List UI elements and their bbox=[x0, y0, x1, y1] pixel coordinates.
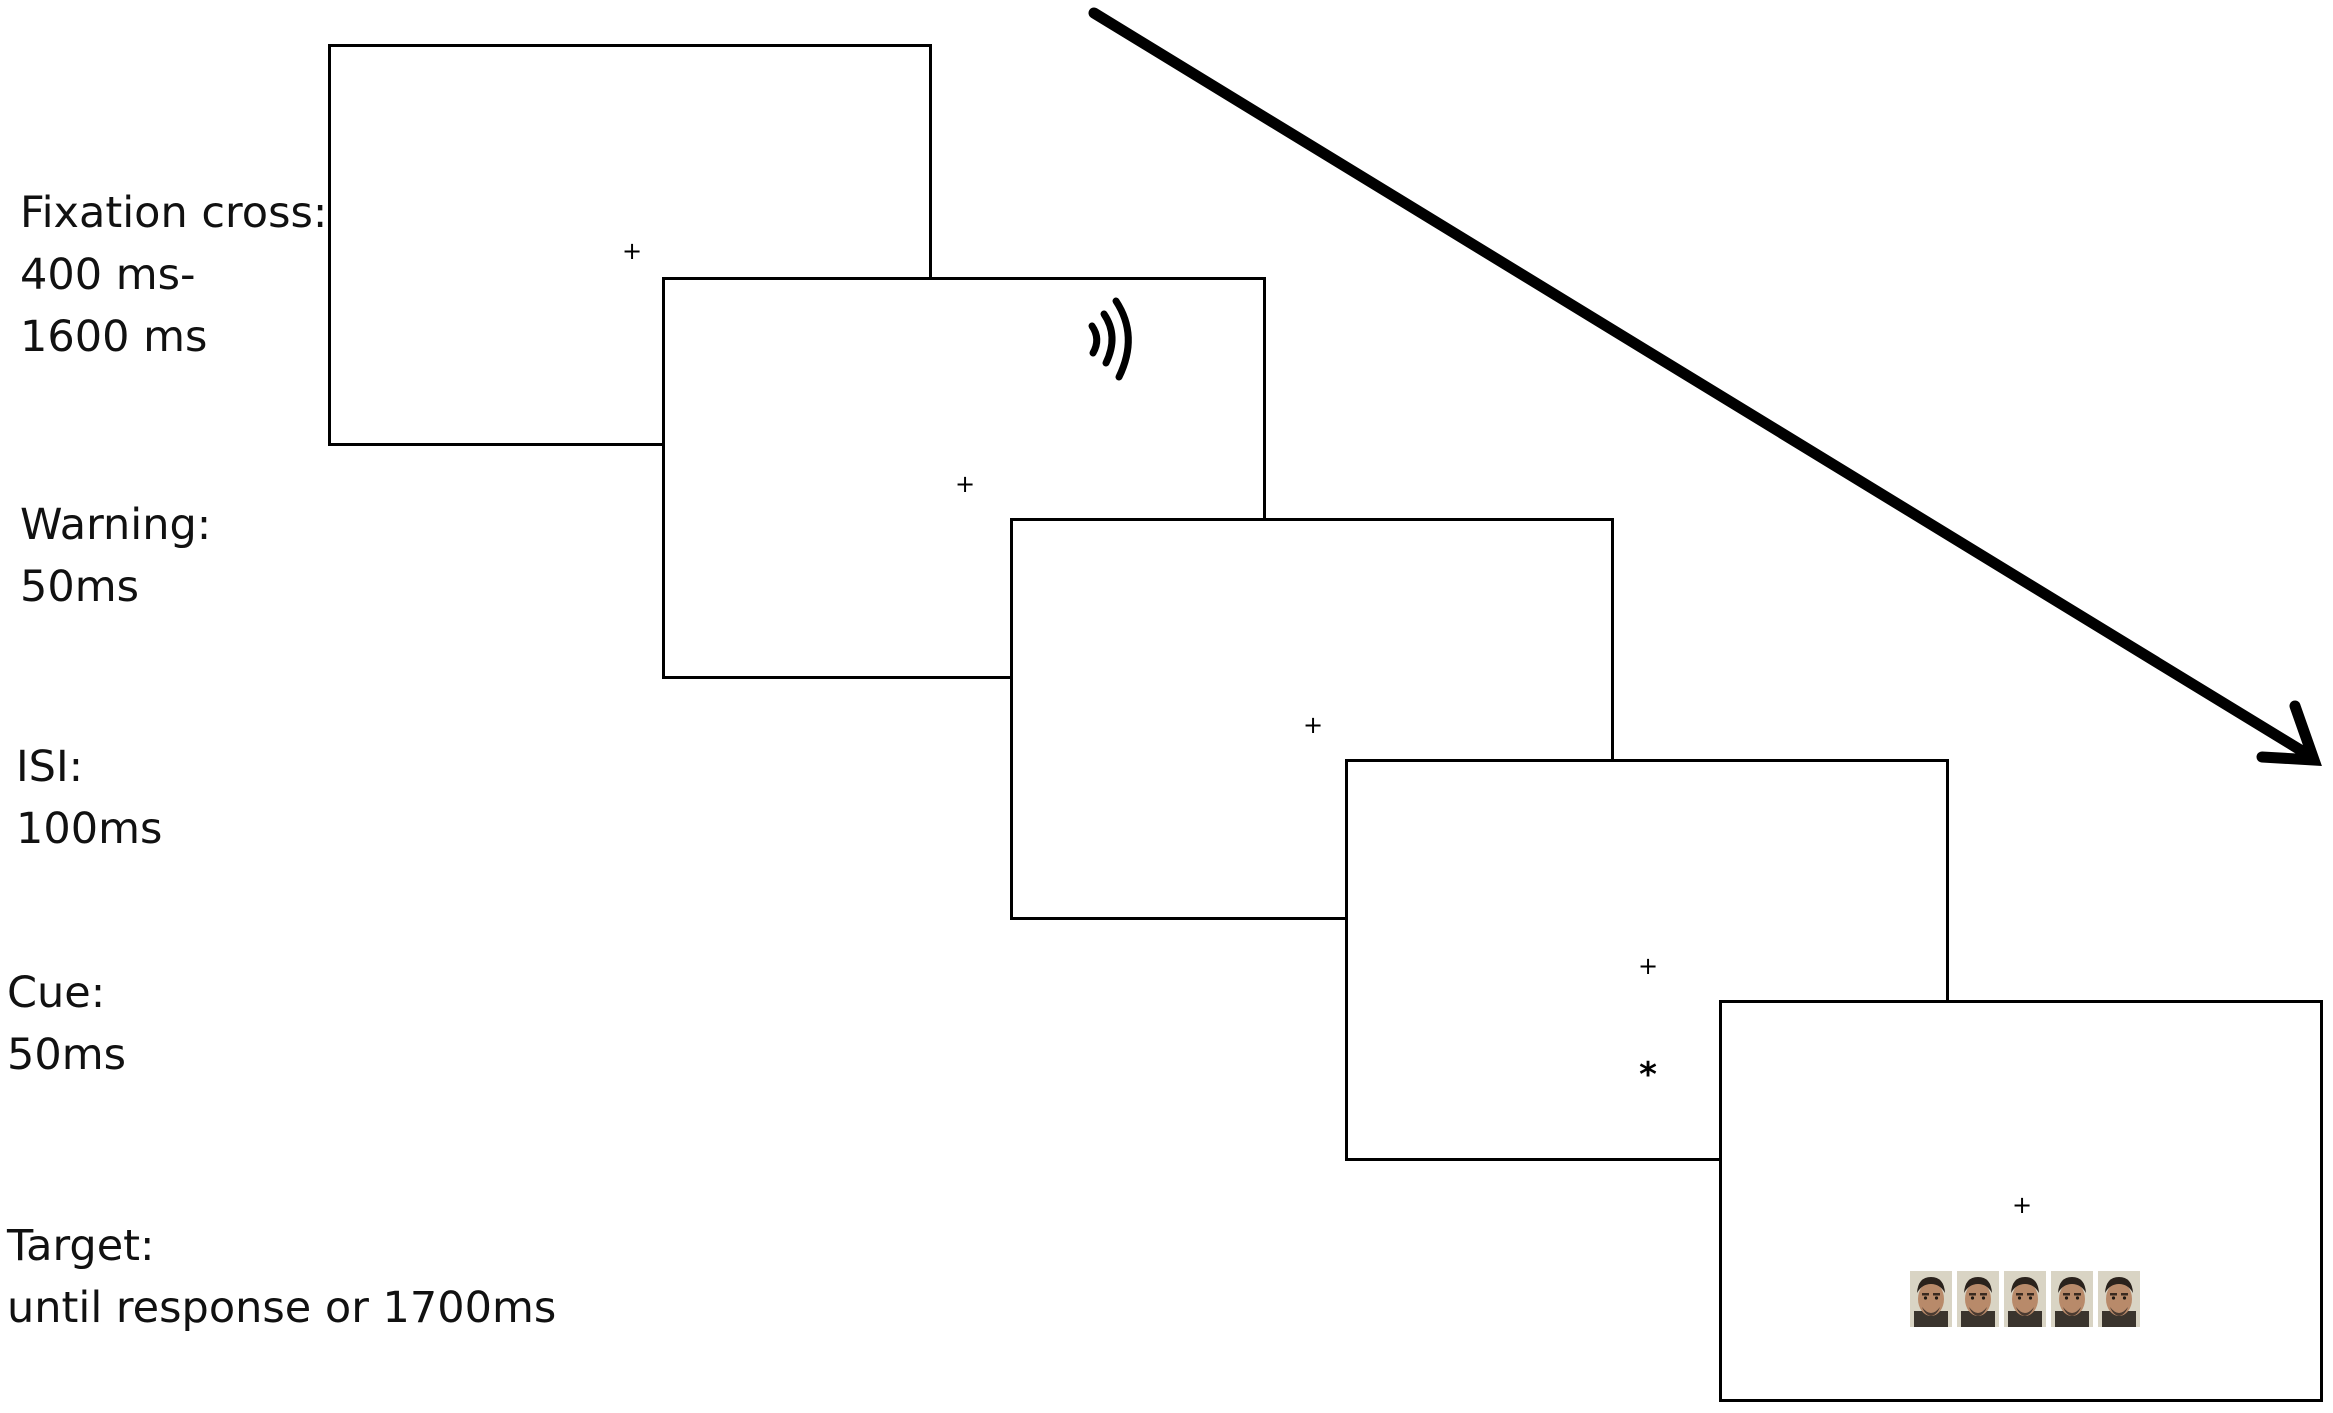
fixation-cross: + bbox=[621, 237, 643, 265]
fixation-label-line-2: 400 ms- bbox=[20, 250, 196, 300]
isi-label-line-2: 100ms bbox=[16, 804, 163, 854]
fixation-cross: + bbox=[2011, 1191, 2033, 1219]
face-icon bbox=[2098, 1271, 2140, 1327]
face-icon bbox=[1957, 1271, 1999, 1327]
fixation-label: Fixation cross: 400 ms- 1600 ms bbox=[20, 182, 327, 368]
target-label-line-1: Target: bbox=[7, 1221, 155, 1271]
target-screen: + bbox=[1719, 1000, 2323, 1402]
sound-wave-icon bbox=[1088, 297, 1132, 381]
fixation-cross: + bbox=[1302, 711, 1324, 739]
target-label: Target: until response or 1700ms bbox=[7, 1215, 556, 1339]
cue-label-line-2: 50ms bbox=[7, 1030, 127, 1080]
warning-label-line-2: 50ms bbox=[20, 562, 140, 612]
warning-label: Warning: 50ms bbox=[20, 494, 211, 618]
fixation-cross: + bbox=[954, 470, 976, 498]
face-icon bbox=[2051, 1271, 2093, 1327]
fixation-cross: + bbox=[1637, 952, 1659, 980]
cue-label-line-1: Cue: bbox=[7, 968, 106, 1018]
target-face-array bbox=[1910, 1271, 2140, 1327]
face-icon bbox=[1910, 1271, 1952, 1327]
fixation-label-line-3: 1600 ms bbox=[20, 312, 208, 362]
cue-label: Cue: 50ms bbox=[7, 962, 126, 1086]
isi-label-line-1: ISI: bbox=[16, 742, 84, 792]
isi-label: ISI: 100ms bbox=[16, 736, 162, 860]
cue-asterisk: * bbox=[1639, 1055, 1657, 1096]
warning-label-line-1: Warning: bbox=[20, 500, 212, 550]
fixation-label-line-1: Fixation cross: bbox=[20, 188, 328, 238]
target-label-line-2: until response or 1700ms bbox=[7, 1283, 557, 1333]
face-icon bbox=[2004, 1271, 2046, 1327]
